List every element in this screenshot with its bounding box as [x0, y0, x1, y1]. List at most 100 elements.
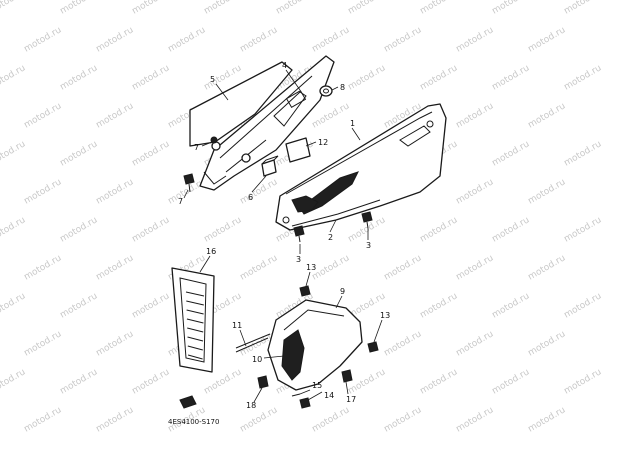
- watermark-text: motod.ru: [383, 253, 424, 282]
- watermark-text: motod.ru: [455, 177, 496, 206]
- watermark-text: motod.ru: [0, 139, 27, 168]
- watermark-text: motod.ru: [491, 215, 532, 244]
- watermark-text: motod.ru: [491, 63, 532, 92]
- watermark-text: motod.ru: [239, 253, 280, 282]
- watermark-text: motod.ru: [131, 291, 172, 320]
- part-3-bolt-b: [361, 211, 373, 229]
- leader-lines: [183, 69, 383, 403]
- part-4-frame-opening: [273, 91, 307, 127]
- part-7-screw-a: [210, 136, 218, 144]
- part-2-graphic-strip: [291, 199, 381, 227]
- watermark-text: motod.ru: [59, 139, 100, 168]
- watermark-text: motod.ru: [239, 177, 280, 206]
- watermark-text: motod.ru: [95, 25, 136, 54]
- watermark-text: motod.ru: [23, 101, 64, 130]
- watermark-text: motod.ru: [23, 25, 64, 54]
- callout-8: 8: [340, 83, 345, 92]
- callout-14: 14: [324, 391, 334, 400]
- watermark-text: motod.ru: [527, 177, 568, 206]
- part-11-rod: [235, 333, 271, 353]
- callout-3-right: 3: [366, 241, 371, 250]
- watermark-text: motod.ru: [563, 291, 604, 320]
- watermark-text: motod.ru: [59, 63, 100, 92]
- watermark-text: motod.ru: [95, 329, 136, 358]
- watermark-text: motod.ru: [0, 291, 27, 320]
- callout-6: 6: [248, 193, 253, 202]
- watermark-text: motod.ru: [563, 63, 604, 92]
- callout-2: 2: [328, 233, 333, 242]
- watermark-text: motod.ru: [455, 101, 496, 130]
- part-5-side-cover: [189, 61, 293, 147]
- watermark-text: motod.ru: [59, 0, 100, 17]
- callout-7-upper: 7: [194, 143, 199, 152]
- part-1-vent-slot: [399, 125, 431, 147]
- callout-1: 1: [350, 119, 355, 128]
- part-1-graphic-wave: [291, 195, 319, 213]
- callout-17: 17: [346, 395, 356, 404]
- watermark-text: motod.ru: [455, 25, 496, 54]
- part-9-shroud-edge: [283, 309, 345, 331]
- watermark-text: motod.ru: [527, 329, 568, 358]
- watermark-text: motod.ru: [23, 329, 64, 358]
- part-17-clip: [341, 369, 353, 383]
- watermark-text: motod.ru: [563, 215, 604, 244]
- grille-bar: [186, 300, 204, 306]
- part-12-pad: [285, 137, 311, 163]
- part-1-panel-top-edge: [285, 111, 433, 195]
- part-1-bolt-hole: [282, 216, 290, 224]
- watermark-text: motod.ru: [347, 367, 388, 396]
- watermark-text: motod.ru: [0, 367, 27, 396]
- watermark-text: motod.ru: [419, 291, 460, 320]
- watermark-text: motod.ru: [455, 253, 496, 282]
- part-4-bracket: [203, 171, 227, 185]
- watermark-text: motod.ru: [167, 25, 208, 54]
- part-8-grommet-hole: [323, 88, 329, 94]
- watermark-text: motod.ru: [527, 405, 568, 434]
- callout-13-upper: 13: [306, 263, 316, 272]
- watermark-text: motod.ru: [311, 25, 352, 54]
- callout-3-left: 3: [296, 255, 301, 264]
- watermark-text: motod.ru: [0, 215, 27, 244]
- part-16-grille-bars: [185, 291, 205, 360]
- part-1-mount-hole: [426, 120, 434, 128]
- watermark-text: motod.ru: [131, 139, 172, 168]
- watermark-text: motod.ru: [311, 405, 352, 434]
- watermark-text: motod.ru: [95, 405, 136, 434]
- watermark-text: motod.ru: [59, 215, 100, 244]
- watermark-text: motod.ru: [419, 0, 460, 17]
- diagram-code: 4ES4100-S170: [168, 418, 219, 426]
- watermark-text: motod.ru: [23, 177, 64, 206]
- watermark-text: motod.ru: [419, 215, 460, 244]
- part-10-shroud-graphic: [281, 329, 305, 381]
- callout-labels: 5 4 8 1 12 6 7 7 2 3 3 9 13 13 11 10 16 …: [178, 61, 390, 410]
- part-3-bolt-a: [293, 225, 305, 243]
- watermark-text: motod.ru: [95, 101, 136, 130]
- watermark-text: motod.ru: [383, 25, 424, 54]
- callout-13-right: 13: [380, 311, 390, 320]
- watermark-text: motod.ru: [131, 215, 172, 244]
- watermark-text: motod.ru: [491, 367, 532, 396]
- watermark-text: motod.ru: [527, 253, 568, 282]
- watermark-text: motod.ru: [527, 25, 568, 54]
- callout-5: 5: [210, 75, 215, 84]
- watermark-text: motod.ru: [203, 215, 244, 244]
- watermark-text: motod.ru: [455, 405, 496, 434]
- watermark-text: motod.ru: [131, 367, 172, 396]
- watermark-text: motod.ru: [383, 405, 424, 434]
- watermark-text: motod.ru: [95, 253, 136, 282]
- grille-bar: [187, 336, 204, 342]
- callout-10: 10: [252, 355, 262, 364]
- watermark-text: motod.ru: [527, 101, 568, 130]
- grille-bar: [186, 318, 204, 324]
- callout-16: 16: [206, 247, 216, 256]
- watermark-text: motod.ru: [491, 291, 532, 320]
- part-7-screw-b: [183, 173, 195, 193]
- callout-4: 4: [282, 61, 287, 70]
- callout-11: 11: [232, 321, 242, 330]
- watermark-text: motod.ru: [311, 101, 352, 130]
- part-14-washer: [299, 397, 311, 409]
- watermark-text: motod.ru: [131, 0, 172, 17]
- watermark-text: motod.ru: [491, 0, 532, 17]
- watermark-text: motod.ru: [455, 329, 496, 358]
- watermark-text: motod.ru: [419, 367, 460, 396]
